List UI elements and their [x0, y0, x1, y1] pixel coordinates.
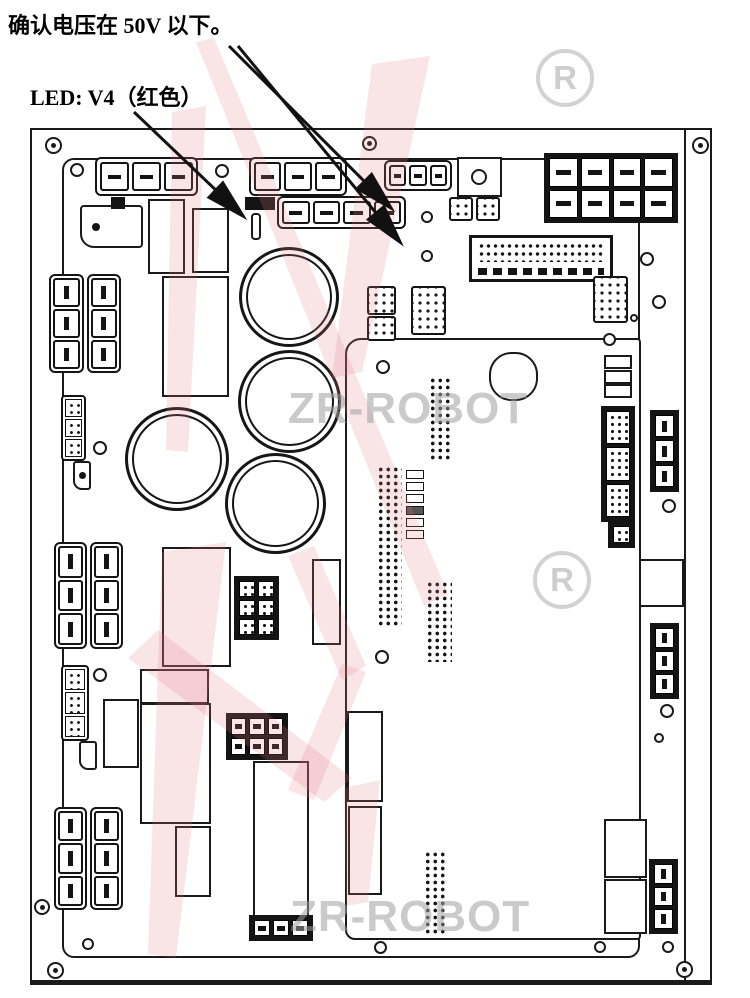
screw-hole [471, 169, 487, 185]
screw-hole [660, 704, 674, 718]
screw-hole [594, 941, 606, 953]
mounting-screw-icon [692, 137, 709, 154]
registered-trademark-icon: R [536, 49, 594, 107]
component-rect [162, 276, 229, 397]
daughter-board-outline [345, 338, 641, 940]
connector-small-dotted [608, 521, 635, 548]
connector-slotted [650, 623, 679, 699]
component-chip [111, 197, 125, 209]
connector-top-3 [384, 160, 452, 191]
connector-pair-left-3 [54, 807, 123, 910]
screw-hole [630, 314, 638, 322]
screw-hole [662, 499, 676, 513]
screw-hole [421, 211, 433, 223]
connector-small-square [367, 286, 396, 315]
connector-small-vertical [61, 665, 89, 741]
component-rect [103, 699, 139, 768]
card-edge-connector [469, 235, 613, 282]
pin-header-3x1 [249, 915, 313, 941]
component-rect [639, 559, 684, 607]
board-inner-edge-line [684, 128, 686, 985]
pin-array [478, 242, 604, 262]
component-rect [604, 819, 647, 878]
mounting-screw-icon [34, 899, 50, 915]
mounting-screw-icon [676, 961, 693, 978]
component-rect [192, 208, 229, 273]
connector-top-1 [95, 157, 198, 196]
screw-hole [70, 163, 84, 177]
connector-slotted [650, 410, 679, 492]
component-rect [604, 370, 632, 384]
mounting-screw-icon [362, 136, 377, 151]
component-rect [348, 806, 382, 895]
bracket-dot [79, 472, 86, 479]
pin-array [423, 850, 448, 936]
pin-header-3x2 [226, 713, 288, 760]
bracket-small [79, 741, 97, 770]
connector-top-4 [277, 196, 406, 229]
screw-hole [374, 941, 387, 954]
connector-bank-2x4 [544, 153, 678, 223]
capacitor-circle [238, 350, 341, 453]
connector-small-square [411, 286, 446, 335]
screw-hole [375, 650, 389, 664]
bracket-plate [80, 205, 143, 248]
capacitor-circle [125, 407, 229, 511]
registered-letter: R [550, 561, 574, 598]
pin-array [425, 580, 452, 662]
brand-watermark: ZR-ROBOT [288, 384, 529, 433]
screw-hole [93, 441, 107, 455]
component-rect [604, 879, 647, 934]
screw-hole [421, 250, 433, 262]
screw-hole [603, 333, 616, 346]
connector-pair-left-2 [54, 542, 123, 649]
connector-small-square [449, 197, 473, 221]
component-chip-column [406, 470, 424, 539]
capacitor-circle [239, 247, 339, 347]
large-hole [489, 352, 538, 401]
component-rect [148, 199, 185, 274]
connector-small-square [476, 197, 500, 221]
screw-hole [376, 360, 390, 374]
component-rect [162, 547, 231, 667]
pin-row [478, 268, 604, 275]
screw-hole [93, 668, 107, 682]
screw-hole [640, 252, 654, 266]
connector-small-vertical [61, 395, 86, 461]
connector-small-square [593, 276, 628, 323]
pin-array [376, 465, 402, 628]
screw-hole [82, 938, 94, 950]
registered-trademark-icon: R [533, 551, 591, 609]
screw-hole [662, 941, 674, 953]
component-rect [140, 669, 209, 704]
screw-hole [652, 295, 666, 309]
led-v4 [251, 213, 261, 240]
led-note-label: LED: V4（红色） [30, 85, 203, 110]
component-rect [312, 559, 341, 645]
pin-header-2x3 [234, 576, 279, 640]
registered-letter: R [553, 59, 577, 96]
connector-pair-left-1 [49, 274, 121, 373]
component-rect [253, 761, 309, 917]
screw-hole [654, 733, 664, 743]
component-rect [140, 703, 211, 824]
screw-hole [215, 164, 229, 178]
voltage-note-label: 确认电压在 50V 以下。 [8, 13, 233, 38]
bracket-dot [92, 223, 100, 231]
mounting-screw-icon [47, 962, 64, 979]
component-rect [604, 355, 632, 369]
mounting-screw-icon [45, 137, 62, 154]
connector-slotted [649, 859, 678, 934]
connector-column-dotted [601, 406, 635, 522]
component-rect [175, 826, 211, 897]
component-rect [604, 384, 632, 398]
capacitor-circle [225, 453, 326, 554]
component-rect [347, 711, 383, 802]
pin-array [428, 376, 450, 460]
brand-watermark: ZR-ROBOT [290, 892, 531, 941]
connector-top-2 [249, 157, 347, 196]
component-chip [245, 197, 275, 210]
connector-small-square [367, 316, 396, 341]
